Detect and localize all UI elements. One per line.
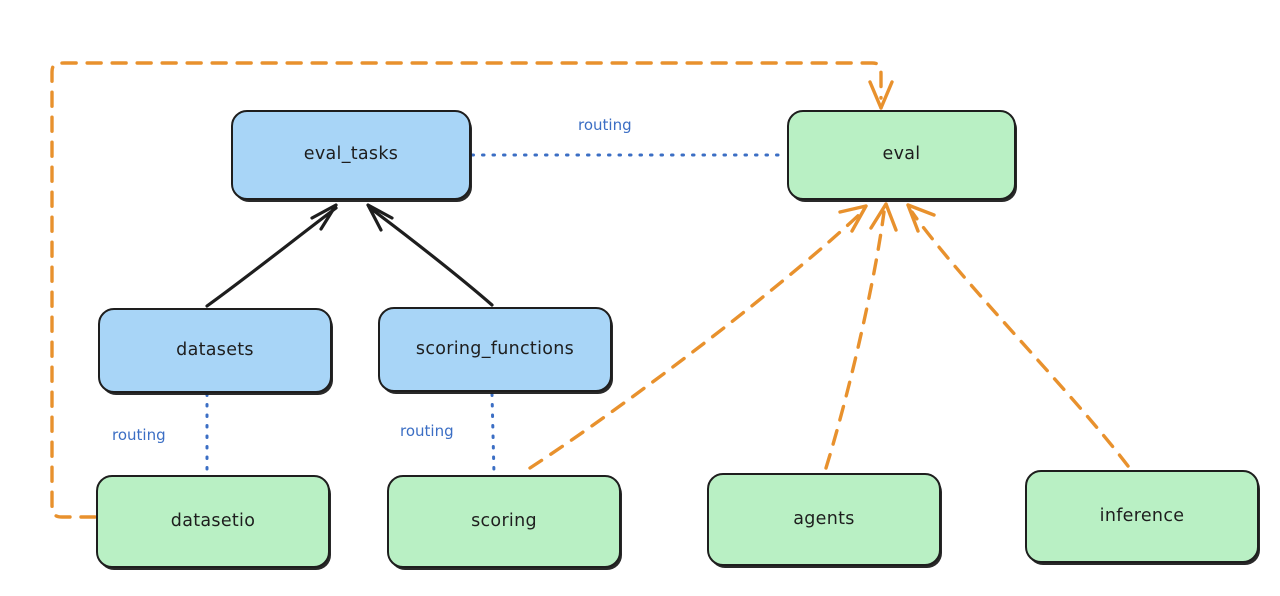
node-eval_tasks[interactable]: eval_tasks [231, 110, 471, 200]
node-label-datasetio: datasetio [170, 510, 256, 531]
node-datasets[interactable]: datasets [98, 308, 332, 393]
edge-scoring_functions-to-eval_tasks [366, 203, 494, 307]
edge-label-routing-scoring_functions-scoring: routing [400, 422, 454, 440]
node-datasetio[interactable]: datasetio [96, 475, 330, 568]
edge-datasets-to-eval_tasks [205, 203, 338, 308]
edge-datasetio-to-eval [50, 61, 894, 519]
node-scoring[interactable]: scoring [387, 475, 621, 568]
node-scoring_functions[interactable]: scoring_functions [378, 307, 612, 392]
node-label-scoring_functions: scoring_functions [415, 338, 575, 359]
edge-scoring_functions-to-scoring [490, 392, 496, 476]
node-label-scoring: scoring [471, 510, 537, 531]
edge-agents-to-eval [824, 202, 898, 470]
node-inference[interactable]: inference [1025, 470, 1259, 563]
node-label-eval_tasks: eval_tasks [303, 144, 399, 165]
node-agents[interactable]: agents [707, 473, 941, 566]
node-label-inference: inference [1099, 505, 1185, 526]
node-label-agents: agents [793, 508, 855, 529]
node-label-eval: eval [882, 144, 921, 165]
edge-label-routing-datasets-datasetio: routing [112, 426, 166, 444]
node-eval[interactable]: eval [787, 110, 1016, 200]
node-label-datasets: datasets [176, 339, 254, 360]
edge-inference-to-eval [906, 203, 1130, 468]
edge-label-routing-eval_tasks-eval: routing [578, 116, 632, 134]
